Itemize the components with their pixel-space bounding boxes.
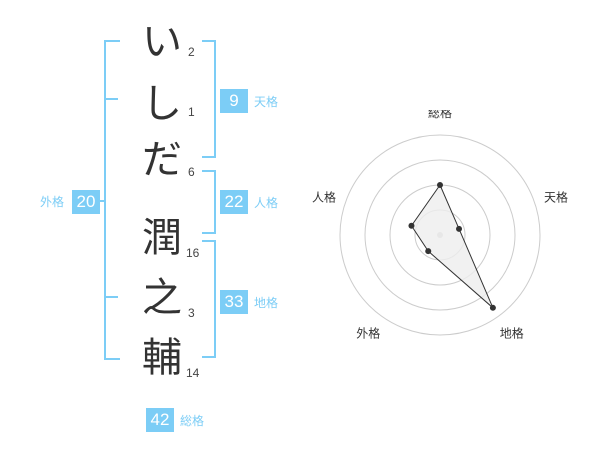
name-char-3: だ [142, 137, 182, 183]
radar-ring-3 [364, 159, 516, 311]
name-char-2: し [142, 81, 182, 127]
chikaku-bracket [202, 240, 216, 358]
jinkaku-value: 22 [220, 190, 248, 214]
radar-axis-label-3: 地格 [500, 326, 524, 341]
tenkaku-bracket [202, 40, 216, 158]
bracket-tick-1 [104, 98, 118, 100]
gaikaku-value: 20 [72, 190, 100, 214]
radar-point-1 [437, 182, 443, 188]
radar-axis-label-5: 人格 [312, 189, 336, 204]
name-char-4: 潤 [142, 215, 182, 261]
stroke-count-2: 1 [188, 105, 195, 119]
name-char-5: 之 [142, 275, 182, 321]
stroke-count-6: 14 [186, 366, 200, 380]
radar-axis-label-2: 天格 [544, 189, 568, 204]
radar-axis-label-1: 総格 [428, 110, 452, 120]
tenkaku-value: 9 [220, 89, 248, 113]
tenkaku-label: 天格 [254, 95, 279, 109]
soukaku-value: 42 [146, 408, 174, 432]
jinkaku-bracket [202, 170, 216, 234]
gaikaku-connector [94, 200, 106, 202]
name-char-1: い [142, 19, 182, 65]
stroke-count-4: 16 [186, 246, 200, 260]
radar-point-4 [425, 248, 432, 255]
stroke-count-3: 6 [188, 165, 195, 179]
chikaku-value: 33 [220, 290, 248, 314]
jinkaku-label: 人格 [254, 196, 279, 210]
name-char-6: 輔 [142, 335, 182, 381]
radar-point-5 [408, 222, 415, 229]
stroke-count-1: 2 [188, 45, 195, 59]
radar-point-2 [456, 225, 463, 232]
bracket-tick-2 [104, 296, 118, 298]
radar-axis-label-4: 外格 [356, 326, 380, 341]
radar-ring-4 [339, 134, 541, 336]
chikaku-label: 地格 [254, 296, 279, 310]
soukaku-label: 総格 [180, 414, 205, 428]
radar-point-3 [489, 304, 496, 311]
gaikaku-bracket [104, 40, 120, 360]
radar-series-polygon [410, 183, 494, 309]
stroke-count-5: 3 [188, 306, 195, 320]
gaikaku-label: 外格 [40, 195, 65, 209]
